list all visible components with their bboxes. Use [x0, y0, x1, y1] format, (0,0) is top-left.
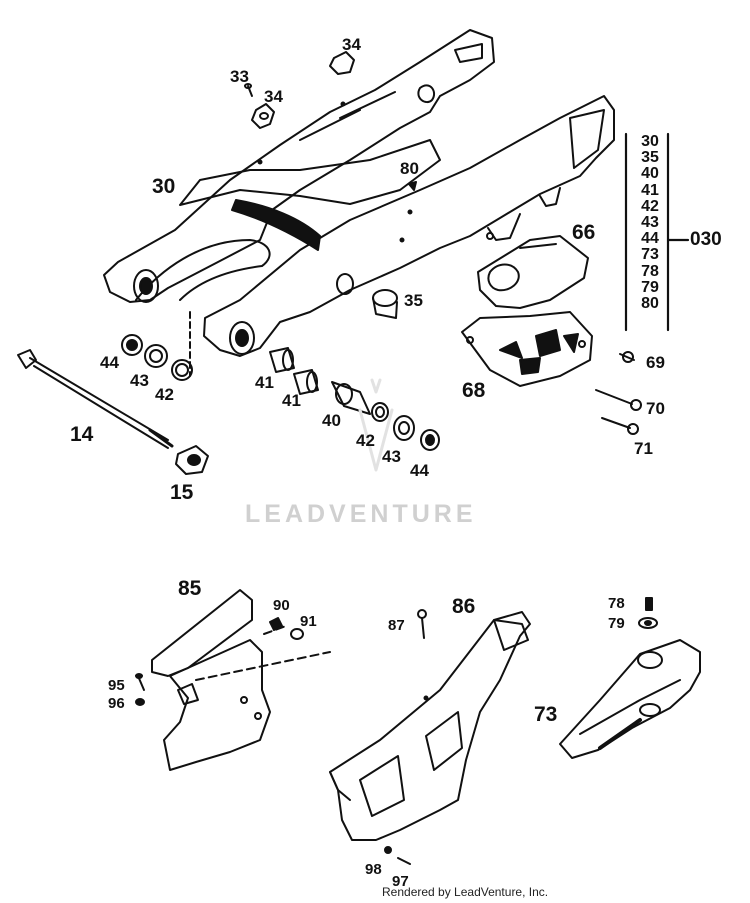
swingarm-drawing — [103, 29, 615, 357]
callout-44-left: 44 — [100, 353, 119, 372]
chain-guide-66-drawing — [477, 235, 589, 309]
callout-40: 40 — [322, 411, 341, 430]
kit-item: 44 — [641, 230, 659, 248]
callout-34-clip: 34 — [264, 87, 283, 106]
kit-parts-list: 30 35 40 41 42 43 44 73 78 79 80 — [632, 133, 668, 312]
callout-15: 15 — [170, 481, 194, 504]
callout-78: 78 — [608, 595, 625, 612]
kit-item: 80 — [641, 294, 659, 312]
callout-90: 90 — [273, 597, 290, 614]
callout-70: 70 — [646, 399, 665, 418]
callout-30: 30 — [152, 175, 176, 198]
bolt-80-drawing — [408, 181, 417, 191]
chain-guard-85-drawing — [151, 589, 331, 771]
callout-86: 86 — [452, 595, 476, 618]
callout-69: 69 — [646, 353, 665, 372]
callout-41-a: 41 — [255, 373, 274, 392]
callout-14: 14 — [70, 423, 94, 446]
pivot-axle-drawing — [17, 349, 209, 475]
hardware-85-drawing — [135, 617, 304, 706]
callout-42-right: 42 — [356, 431, 375, 450]
plug-35-drawing — [372, 289, 398, 319]
callout-66: 66 — [572, 221, 596, 244]
kit-item: 41 — [641, 181, 659, 199]
callout-87: 87 — [388, 617, 405, 634]
chain-guard-86-drawing — [329, 611, 531, 841]
bearings-right-drawing — [269, 347, 440, 451]
callout-91: 91 — [300, 613, 317, 630]
callout-33: 33 — [230, 67, 249, 86]
guide-plate-68-drawing — [461, 311, 593, 387]
kit-code: 030 — [690, 229, 722, 250]
kit-item: 30 — [641, 133, 659, 150]
kit-item: 42 — [641, 197, 659, 215]
callout-80: 80 — [400, 159, 419, 178]
callout-41-b: 41 — [282, 391, 301, 410]
callout-97: 97 — [392, 873, 409, 890]
clip-hardware-drawing — [244, 51, 355, 129]
callout-96: 96 — [108, 695, 125, 712]
bearings-left-drawing — [121, 311, 193, 381]
hardware-86-drawing — [384, 609, 427, 865]
callout-42-left: 42 — [155, 385, 174, 404]
callout-71: 71 — [634, 439, 653, 458]
watermark-text: LEADVENTURE — [245, 500, 477, 528]
callout-85: 85 — [178, 577, 202, 600]
kit-item: 78 — [641, 262, 659, 280]
kit-bracket — [624, 132, 690, 332]
footer-credit: Rendered by LeadVenture, Inc. — [382, 885, 549, 899]
callout-95: 95 — [108, 677, 125, 694]
callout-44-right: 44 — [410, 461, 429, 480]
callout-43-right: 43 — [382, 447, 401, 466]
kit-item: 43 — [641, 213, 659, 231]
callout-34: 34 — [342, 35, 361, 54]
kit-item: 35 — [641, 149, 659, 167]
kit-item: 40 — [641, 165, 659, 183]
callout-73: 73 — [534, 703, 558, 726]
bolts-69-70-71-drawing — [595, 351, 642, 435]
callout-68: 68 — [462, 379, 486, 402]
hardware-73-drawing — [638, 597, 658, 629]
callout-35: 35 — [404, 291, 423, 310]
watermark-logo — [358, 378, 394, 472]
kit-item: 79 — [641, 278, 659, 296]
callout-79: 79 — [608, 615, 625, 632]
chain-slider-73-drawing — [559, 639, 701, 759]
kit-item: 73 — [641, 246, 659, 264]
callout-43-left: 43 — [130, 371, 149, 390]
callout-98: 98 — [365, 861, 382, 878]
